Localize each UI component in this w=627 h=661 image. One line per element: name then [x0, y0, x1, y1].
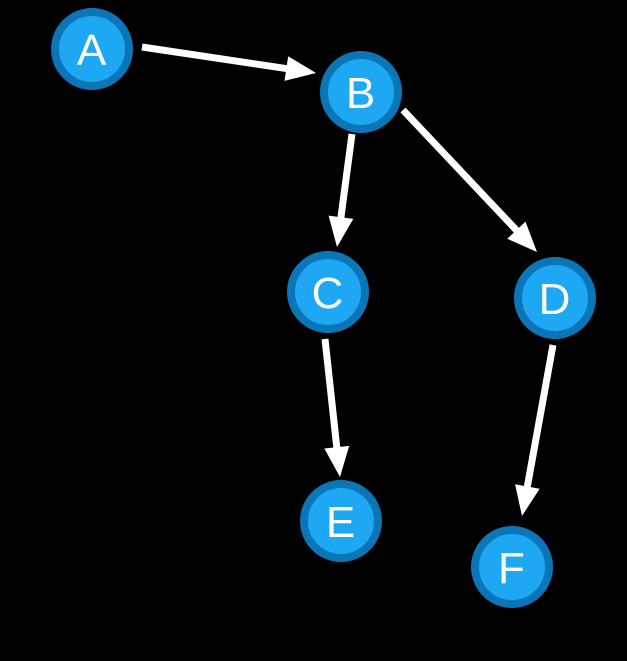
node-circle[interactable]	[514, 257, 596, 339]
arrowhead-icon	[324, 445, 350, 477]
node-A[interactable]: A	[51, 8, 133, 90]
node-E[interactable]: E	[300, 480, 382, 562]
node-F[interactable]: F	[471, 526, 553, 608]
edge-line	[400, 107, 524, 237]
edge-line	[141, 43, 293, 73]
node-circle[interactable]	[471, 526, 553, 608]
node-circle[interactable]	[287, 251, 369, 333]
arrowhead-icon	[328, 215, 354, 247]
arrowhead-icon	[515, 484, 540, 516]
edge-line	[522, 344, 557, 494]
node-circle[interactable]	[320, 51, 402, 133]
arrowhead-icon	[284, 56, 316, 81]
edge-line	[321, 338, 341, 454]
node-B[interactable]: B	[320, 51, 402, 133]
node-circle[interactable]	[51, 8, 133, 90]
edge-A-B	[141, 43, 316, 81]
node-circle[interactable]	[300, 480, 382, 562]
edge-D-F	[515, 344, 557, 516]
edge-line	[336, 133, 356, 224]
edge-B-C	[328, 133, 356, 247]
node-C[interactable]: C	[287, 251, 369, 333]
edge-C-E	[321, 338, 350, 477]
node-D[interactable]: D	[514, 257, 596, 339]
edge-B-D	[400, 107, 537, 252]
arrowhead-icon	[507, 221, 537, 252]
